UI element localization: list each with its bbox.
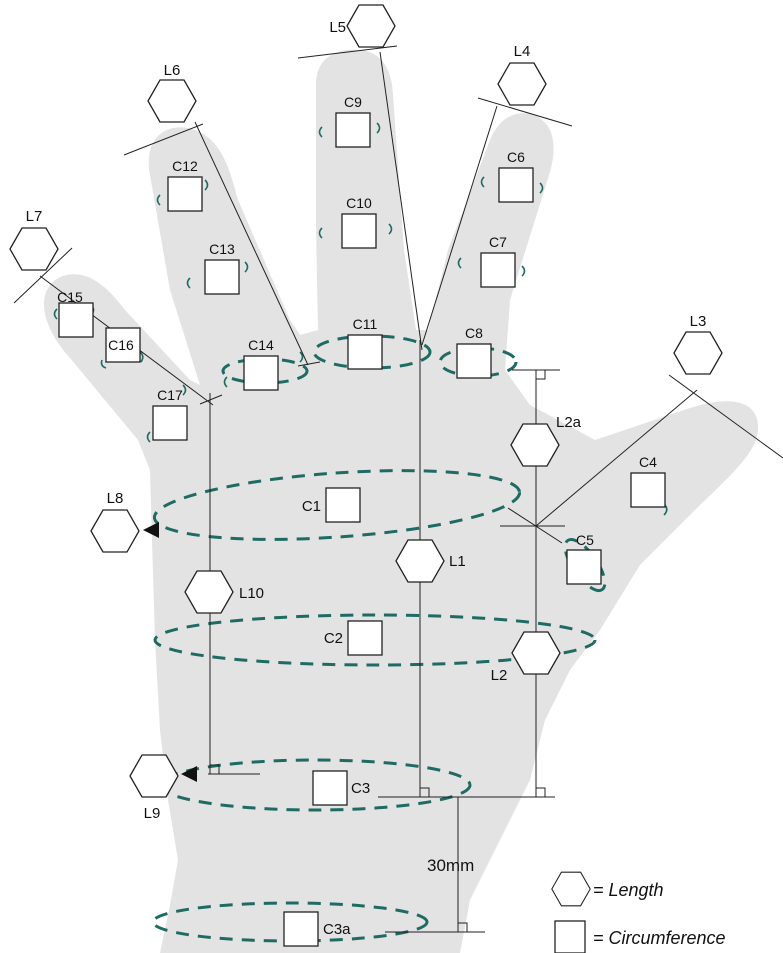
c5-marker: C5 xyxy=(566,532,602,585)
svg-text:C12: C12 xyxy=(172,158,198,174)
l9-marker: L9 xyxy=(129,754,179,822)
c4-marker: C4 xyxy=(630,454,666,508)
svg-text:L9: L9 xyxy=(144,805,161,822)
c12-marker: C12 xyxy=(167,158,203,212)
svg-text:L10: L10 xyxy=(239,585,264,602)
l9-arrowhead xyxy=(181,766,197,782)
c14-marker: C14 xyxy=(243,337,279,391)
svg-text:C13: C13 xyxy=(209,241,235,257)
svg-text:C4: C4 xyxy=(639,454,657,470)
c8-marker: C8 xyxy=(456,325,492,379)
svg-text:= Length: = Length xyxy=(593,880,664,900)
svg-text:C16: C16 xyxy=(108,337,134,353)
l8-arrowhead xyxy=(143,522,159,538)
c2-marker: C2 xyxy=(324,620,383,656)
c11-marker: C11 xyxy=(347,316,383,370)
legend: = Length = Circumference xyxy=(551,871,726,953)
l8-marker: L8 xyxy=(90,490,140,553)
svg-text:C15: C15 xyxy=(57,289,83,305)
svg-text:C7: C7 xyxy=(489,234,507,250)
svg-text:C14: C14 xyxy=(248,337,274,353)
c15-marker: C15 xyxy=(57,289,94,338)
svg-text:C10: C10 xyxy=(346,195,372,211)
svg-text:L2: L2 xyxy=(491,667,508,684)
c9-marker: C9 xyxy=(335,94,371,148)
l10-marker: L10 xyxy=(184,570,264,614)
c1-marker: C1 xyxy=(302,487,361,523)
c8-loop xyxy=(438,346,518,378)
c13-marker: C13 xyxy=(204,241,240,295)
square-icon xyxy=(554,920,586,953)
svg-text:C5: C5 xyxy=(576,532,594,548)
svg-text:L7: L7 xyxy=(26,208,43,225)
l3-marker: L3 xyxy=(673,313,723,375)
c2-loop xyxy=(153,613,597,667)
c16-marker: C16 xyxy=(105,327,141,363)
svg-text:C9: C9 xyxy=(344,94,362,110)
c10-marker: C10 xyxy=(341,195,377,249)
length-markers: L5 L4 L6 L7 L3 L2a L8 L1 xyxy=(9,4,723,822)
legend-length: = Length xyxy=(551,871,664,907)
l1-marker: L1 xyxy=(395,539,466,583)
svg-text:C3a: C3a xyxy=(323,921,351,938)
svg-text:C2: C2 xyxy=(324,630,343,647)
svg-text:C11: C11 xyxy=(353,316,378,332)
c17-marker: C17 xyxy=(152,387,188,441)
svg-text:C1: C1 xyxy=(302,498,321,515)
dimension-30mm-label: 30mm xyxy=(427,856,474,875)
svg-text:C17: C17 xyxy=(157,387,183,403)
l4-marker: L4 xyxy=(497,43,547,106)
circumference-markers: C9 C10 C6 C7 C12 C13 C11 C8 xyxy=(57,94,666,947)
svg-text:C6: C6 xyxy=(507,149,525,165)
svg-text:L4: L4 xyxy=(514,43,531,60)
svg-text:L3: L3 xyxy=(690,313,707,330)
legend-circumference: = Circumference xyxy=(554,920,726,953)
svg-text:L6: L6 xyxy=(164,62,181,79)
l6-marker: L6 xyxy=(147,62,197,123)
hexagon-icon xyxy=(551,871,591,907)
c3a-marker: C3a xyxy=(283,911,351,947)
l2a-marker: L2a xyxy=(510,414,582,467)
c1-loop xyxy=(152,469,522,541)
svg-text:L2a: L2a xyxy=(556,414,582,431)
l5-marker: L5 xyxy=(329,4,396,48)
svg-text:L1: L1 xyxy=(449,553,466,570)
c7-marker: C7 xyxy=(480,234,516,288)
svg-text:L8: L8 xyxy=(107,490,124,507)
l7-marker: L7 xyxy=(9,208,59,271)
svg-text:= Circumference: = Circumference xyxy=(593,928,726,948)
svg-text:C8: C8 xyxy=(465,325,483,341)
c3-marker: C3 xyxy=(312,770,370,806)
l2-marker: L2 xyxy=(491,631,561,684)
c6-marker: C6 xyxy=(498,149,534,203)
svg-text:C3: C3 xyxy=(351,780,370,797)
svg-text:L5: L5 xyxy=(329,19,346,36)
